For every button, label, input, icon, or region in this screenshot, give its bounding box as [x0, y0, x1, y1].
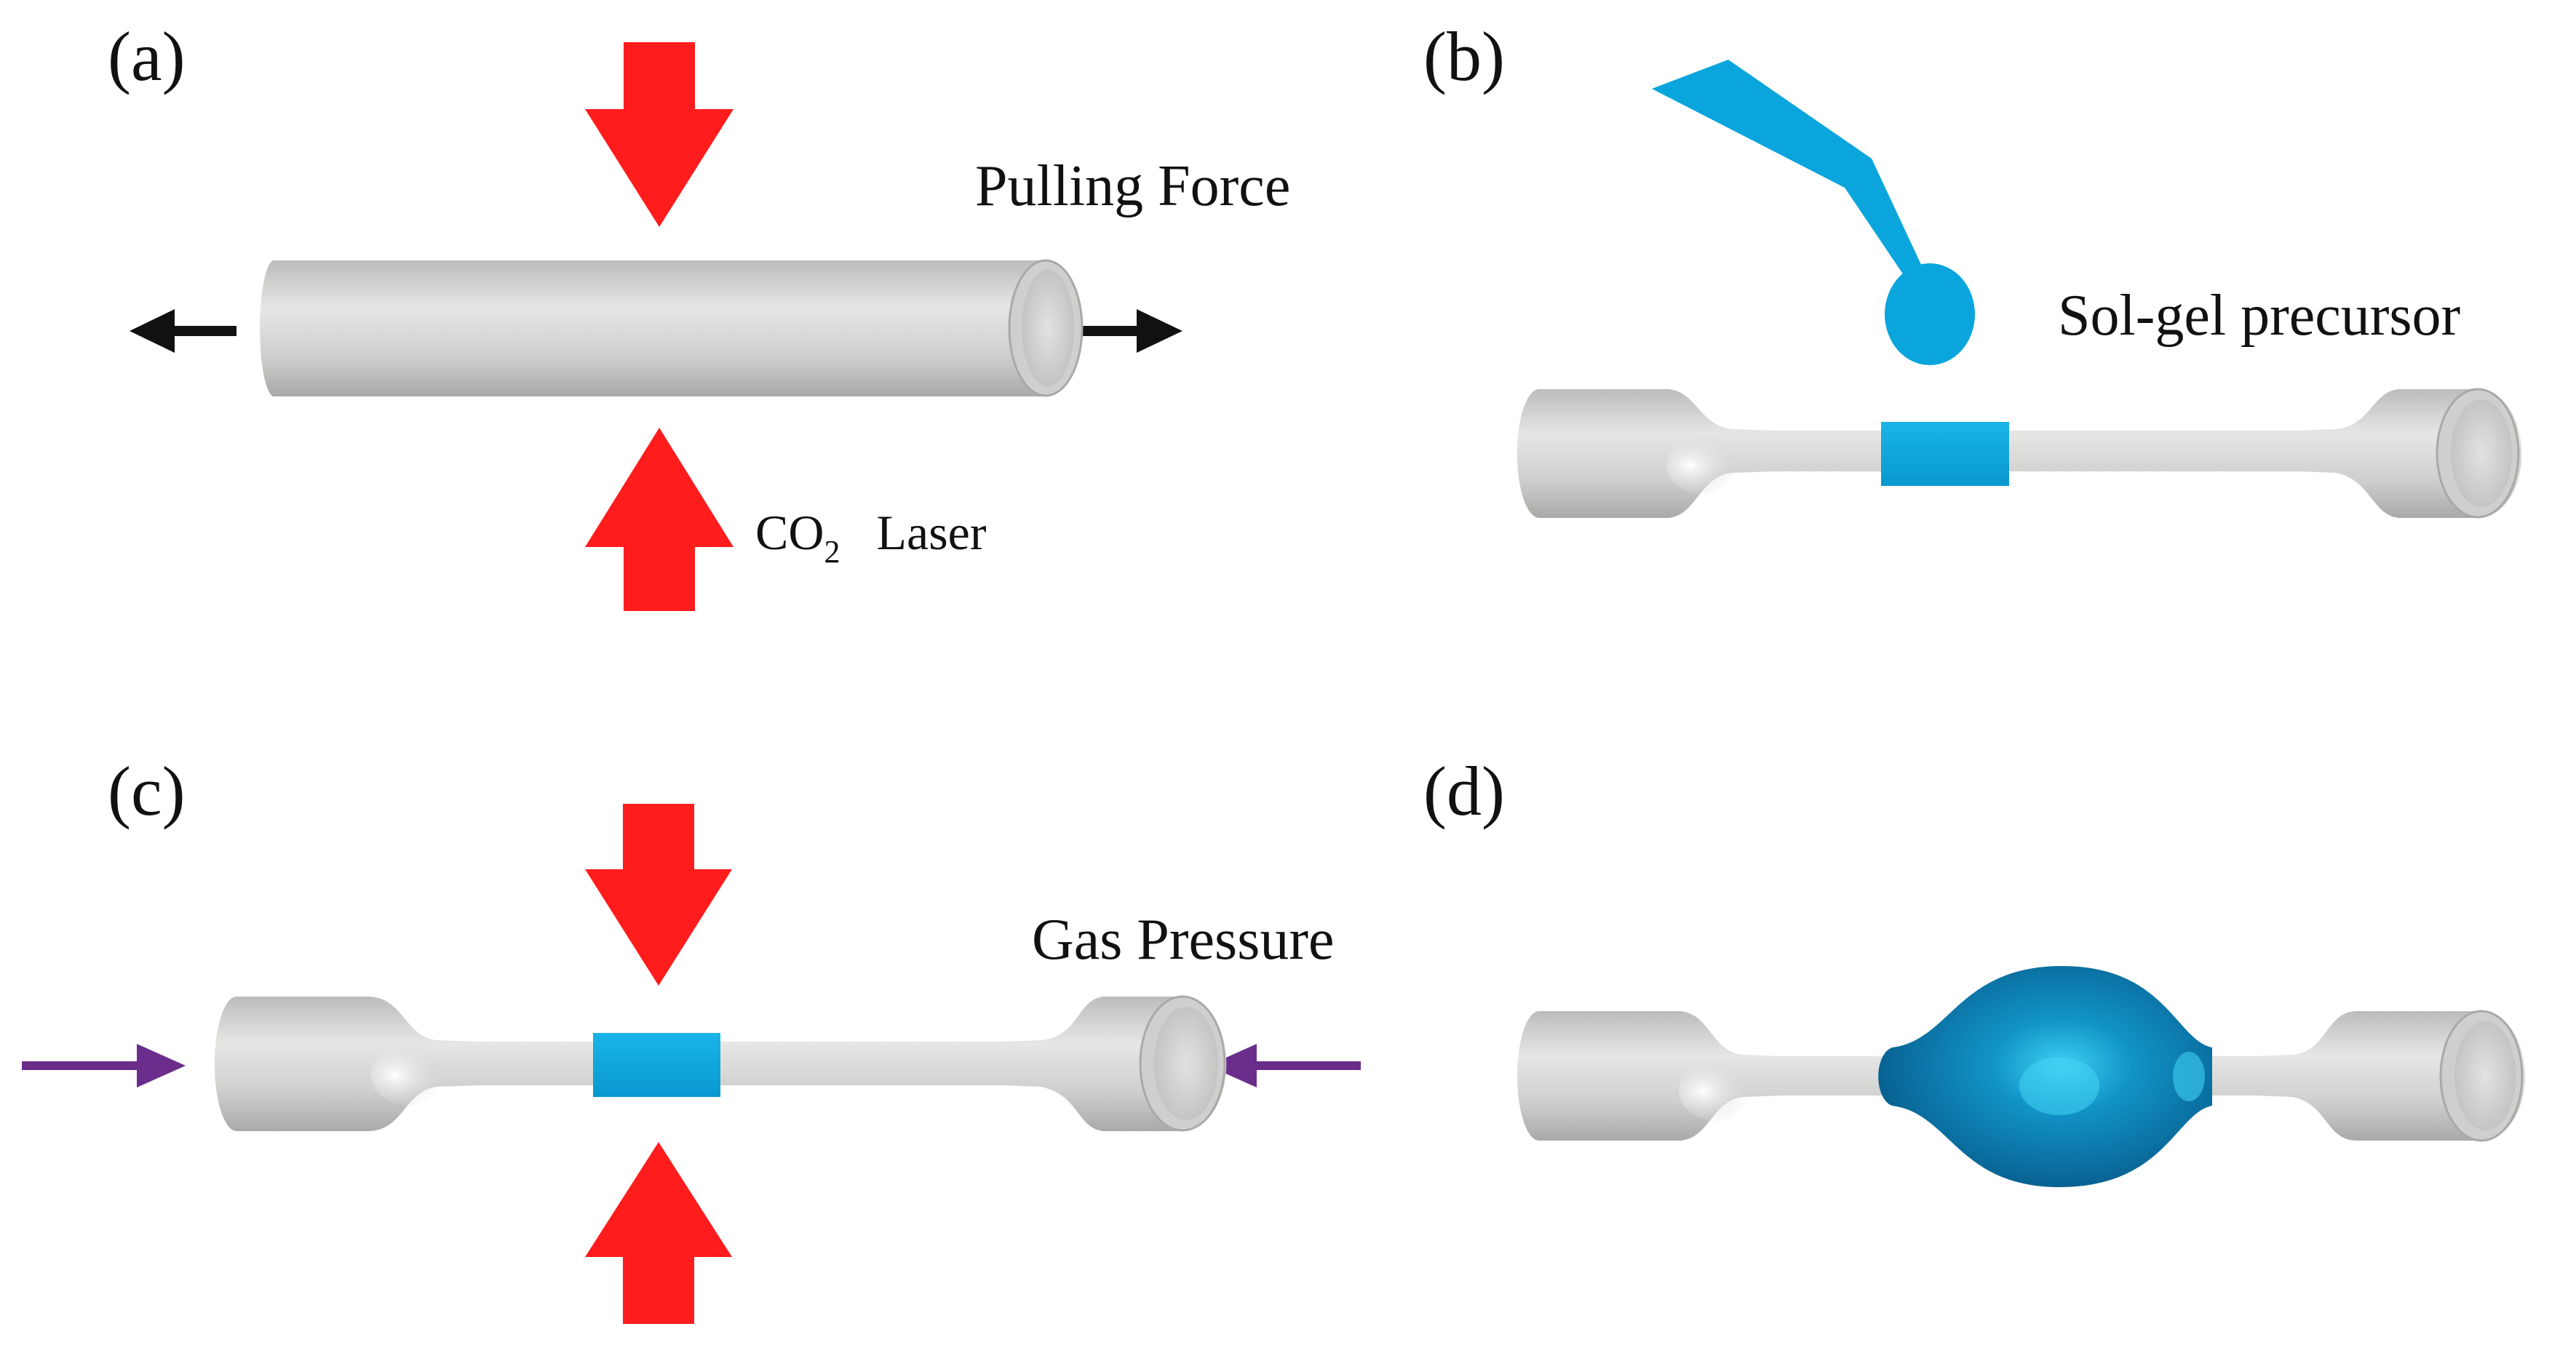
- panel-b: (b) Sol-gel precursor: [1423, 17, 2522, 519]
- laser-arrow-top: [585, 42, 734, 227]
- panel-d: (d): [1423, 752, 2525, 1187]
- pulling-force-label: Pulling Force: [975, 154, 1290, 218]
- pull-arrow-right: [1077, 309, 1182, 353]
- precursor-droplet: [1885, 263, 1975, 365]
- gas-arrow-right: [1208, 1044, 1361, 1087]
- gas-pressure-label: Gas Pressure: [1032, 908, 1334, 972]
- laser-arrow-bottom-c: [585, 1142, 732, 1324]
- microbubble-resonator: [1517, 965, 2525, 1187]
- pull-arrow-left: [130, 309, 236, 353]
- tapered-fiber-c: [214, 995, 1227, 1132]
- tapered-fiber-b: [1516, 388, 2522, 519]
- glass-capillary: [260, 259, 1084, 397]
- coating-band-c: [593, 1033, 720, 1097]
- laser-arrow-bottom: [585, 428, 734, 611]
- panel-c-label: (c): [108, 752, 186, 830]
- pipette-icon: [1652, 60, 1923, 279]
- panel-a-label: (a): [108, 17, 186, 95]
- gas-arrow-left: [22, 1044, 186, 1087]
- coating-band-b: [1881, 422, 2009, 486]
- sol-gel-precursor-label: Sol-gel precursor: [2058, 284, 2460, 348]
- panel-d-label: (d): [1423, 752, 1505, 830]
- panel-c: (c) Gas Pressure: [22, 752, 1361, 1324]
- panel-b-label: (b): [1423, 17, 1505, 95]
- laser-arrow-top-c: [585, 804, 732, 986]
